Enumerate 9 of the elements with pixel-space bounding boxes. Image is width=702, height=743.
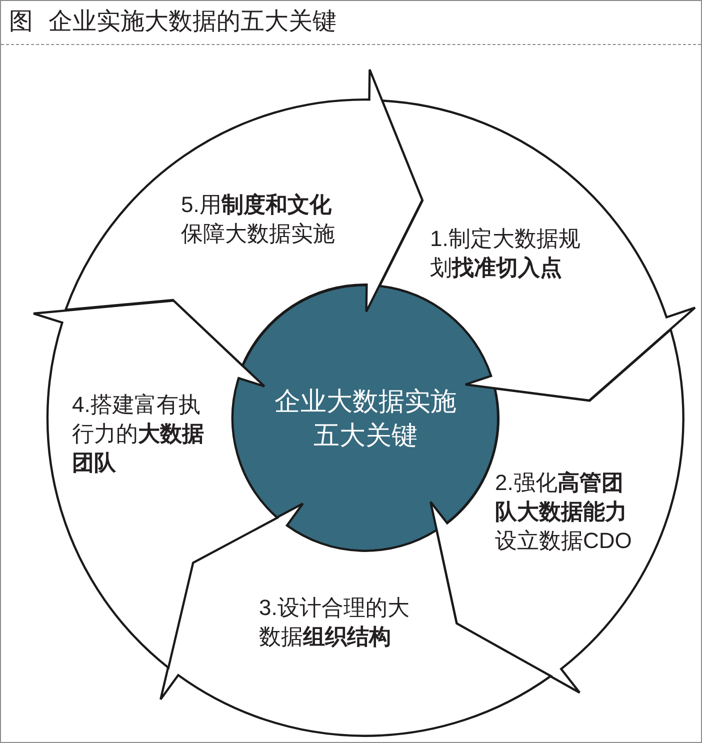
step-label: 设立数据CDO [494,526,633,555]
step-label: 2.强化高管团队大数据能力 [494,468,628,526]
step-label: 1.制定大数据规划找准切入点 [430,224,582,282]
center-label: 企业大数据实施五大关键 [273,384,458,452]
step-label: 4.搭建富有执行力的大数据团队 [72,390,205,477]
step-label: 5.用制度和文化保障大数据实施 [180,190,336,248]
figure-title: 图 企业实施大数据的五大关键 [9,7,337,37]
step-label: 3.设计合理的大数据组织结构 [258,594,410,651]
arrow-segment [64,68,424,368]
